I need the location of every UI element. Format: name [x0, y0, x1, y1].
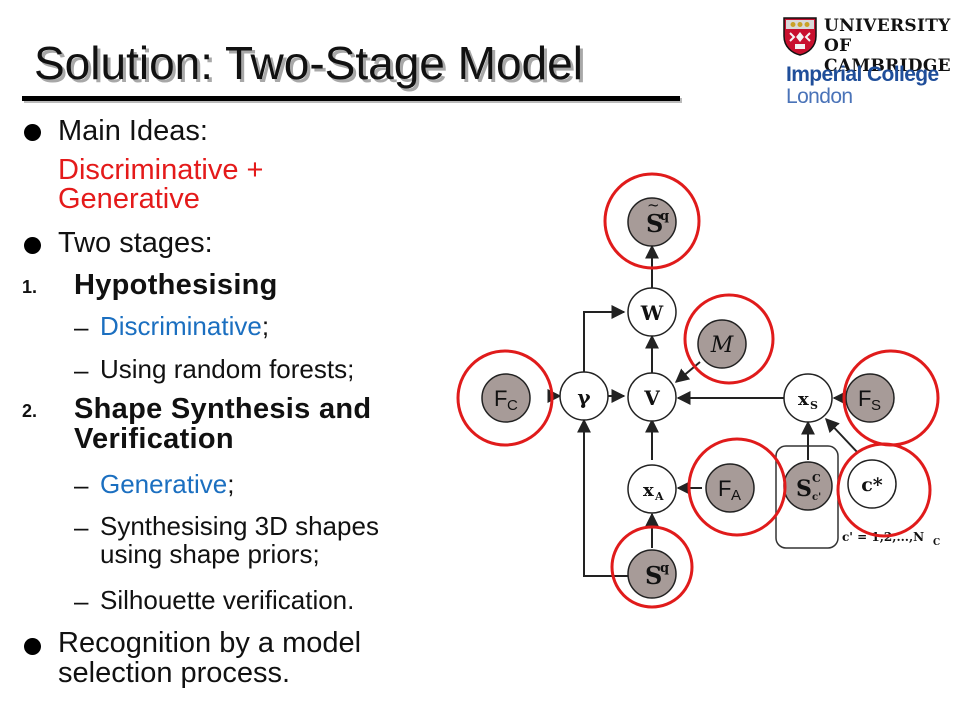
svg-text:V: V — [643, 386, 660, 410]
svg-text:F: F — [494, 386, 507, 411]
highlight-m — [683, 293, 775, 385]
stage-2-synthesising-line2: using shape priors; — [100, 539, 320, 569]
svg-text:q: q — [660, 561, 669, 576]
cambridge-crest-icon — [783, 17, 817, 56]
stage-2-generative: Generative; — [100, 469, 235, 499]
svg-text:S: S — [645, 561, 662, 590]
svg-text:x: x — [643, 480, 654, 501]
highlight-c-star — [836, 442, 932, 538]
node-f-a: F A — [705, 463, 755, 513]
main-ideas-highlight: Discriminative + — [58, 154, 264, 186]
svg-text:q: q — [660, 209, 669, 224]
highlight-f-c — [456, 349, 554, 447]
svg-text:~: ~ — [647, 196, 660, 214]
slide-title: Solution: Two-Stage Model — [34, 37, 583, 89]
node-s-c: S C c' — [783, 461, 833, 511]
svg-text:S: S — [646, 209, 663, 238]
highlight-s-tilde-q — [603, 172, 701, 270]
node-gamma: γ — [559, 371, 609, 421]
stage-2-title-line1: Shape Synthesis and — [74, 393, 372, 425]
stage-2-title-line2: Verification — [74, 423, 234, 455]
highlight-s-q — [610, 525, 694, 609]
stage-1-title: Hypothesising — [74, 269, 278, 301]
node-v: V — [627, 372, 677, 422]
svg-text:A: A — [731, 487, 741, 504]
institution-logos: UNIVERSITY OF CAMBRIDGE Imperial College… — [782, 14, 952, 114]
svg-text:F: F — [718, 476, 731, 501]
node-x-s: x S — [783, 373, 833, 423]
bullet-dot — [24, 124, 41, 141]
svg-text:c': c' — [812, 492, 821, 503]
bullet-dot — [24, 237, 41, 254]
node-w: W — [627, 287, 677, 337]
node-c-star: c* — [847, 459, 897, 509]
svg-text:S: S — [810, 399, 818, 412]
svg-text:x: x — [798, 389, 809, 410]
stage-1-discriminative: Discriminative; — [100, 311, 270, 341]
node-f-s: F S — [845, 373, 895, 423]
node-f-c: F C — [481, 373, 531, 423]
svg-text:A: A — [654, 490, 664, 503]
svg-text:S: S — [871, 397, 881, 414]
svg-text:F: F — [858, 386, 871, 411]
imperial-wordmark: Imperial College London — [786, 63, 939, 108]
title-underline — [22, 96, 680, 101]
svg-text:W: W — [640, 301, 664, 325]
node-s-tilde-q: S q ~ — [627, 196, 677, 247]
svg-text:C: C — [933, 538, 940, 548]
svg-text:C: C — [507, 397, 518, 414]
svg-text:M: M — [710, 333, 734, 358]
svg-text:S: S — [796, 476, 812, 502]
svg-text:c*: c* — [861, 474, 883, 496]
node-s-q: S q — [627, 549, 677, 599]
stage-1-random-forests: Using random forests; — [100, 354, 355, 384]
bullet-dot — [24, 638, 41, 655]
node-m: M — [697, 319, 747, 369]
cambridge-wordmark: UNIVERSITY OF CAMBRIDGE — [824, 16, 951, 76]
stage-2-synthesising-line1: Synthesising 3D shapes — [100, 511, 379, 541]
highlight-f-a — [687, 437, 787, 537]
svg-text:C: C — [812, 472, 821, 485]
highlight-rings — [456, 172, 940, 609]
node-x-a: x A — [627, 464, 677, 514]
stage-2-silhouette: Silhouette verification. — [100, 585, 355, 615]
svg-text:γ: γ — [577, 385, 591, 409]
plate-label: c' = 1,2,...,N C — [842, 530, 940, 548]
